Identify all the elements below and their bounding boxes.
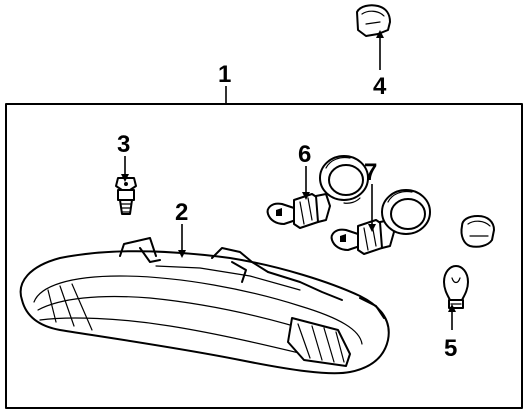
callout-5: 5 [444,335,457,362]
gasket-ring-upper [319,155,369,204]
part-5-bulb [443,265,469,309]
part-2-headlamp-housing [19,237,390,375]
callout-7: 7 [364,159,377,186]
assembly-frame [5,103,523,409]
part-3-bolt [115,177,137,215]
callout-2: 2 [175,199,188,226]
bulb-socket [460,215,495,248]
callout-6: 6 [298,141,311,168]
callout-4: 4 [373,73,387,100]
part-7-bulb [330,219,395,255]
part-4-cap [356,4,391,37]
gasket-ring-lower [381,189,431,235]
part-6-bulb [266,193,331,229]
callout-1: 1 [218,61,231,88]
callout-3: 3 [117,131,130,158]
